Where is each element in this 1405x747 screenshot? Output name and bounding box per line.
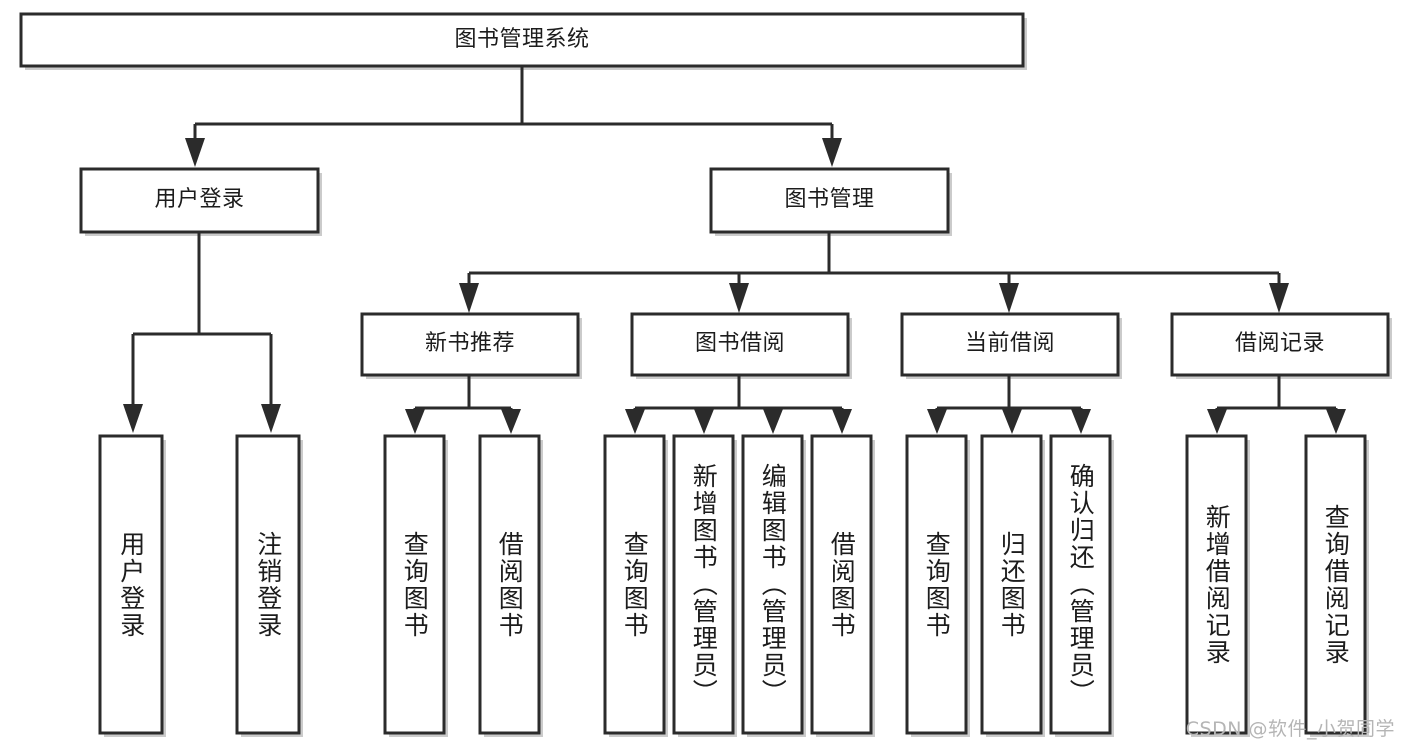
node-box-leaf[interactable] [672, 434, 735, 735]
node-box-leaf[interactable] [980, 434, 1043, 735]
node-box-book-management[interactable] [709, 167, 950, 234]
node-box-leaf[interactable] [383, 434, 446, 735]
connector-edges [123, 66, 1346, 434]
node-box-leaf[interactable] [235, 434, 301, 735]
node-box-leaf[interactable] [1304, 434, 1367, 735]
node-box-root[interactable] [19, 12, 1025, 68]
node-box-current-borrow[interactable] [900, 312, 1120, 377]
node-box-leaf[interactable] [1185, 434, 1248, 735]
node-box-new-book-recommend[interactable] [360, 312, 580, 377]
node-box-leaf[interactable] [905, 434, 968, 735]
node-box-leaf[interactable] [1049, 434, 1112, 735]
node-box-borrow-record[interactable] [1170, 312, 1390, 377]
node-box-leaf[interactable] [98, 434, 164, 735]
node-box-leaf[interactable] [810, 434, 873, 735]
node-box-leaf[interactable] [478, 434, 541, 735]
watermark-text: CSDN @软件_小贺同学 [1185, 718, 1395, 740]
node-box-book-borrow[interactable] [630, 312, 850, 377]
node-boxes [19, 12, 1390, 735]
node-box-leaf[interactable] [741, 434, 804, 735]
node-box-user-login[interactable] [79, 167, 320, 234]
node-box-leaf[interactable] [603, 434, 666, 735]
